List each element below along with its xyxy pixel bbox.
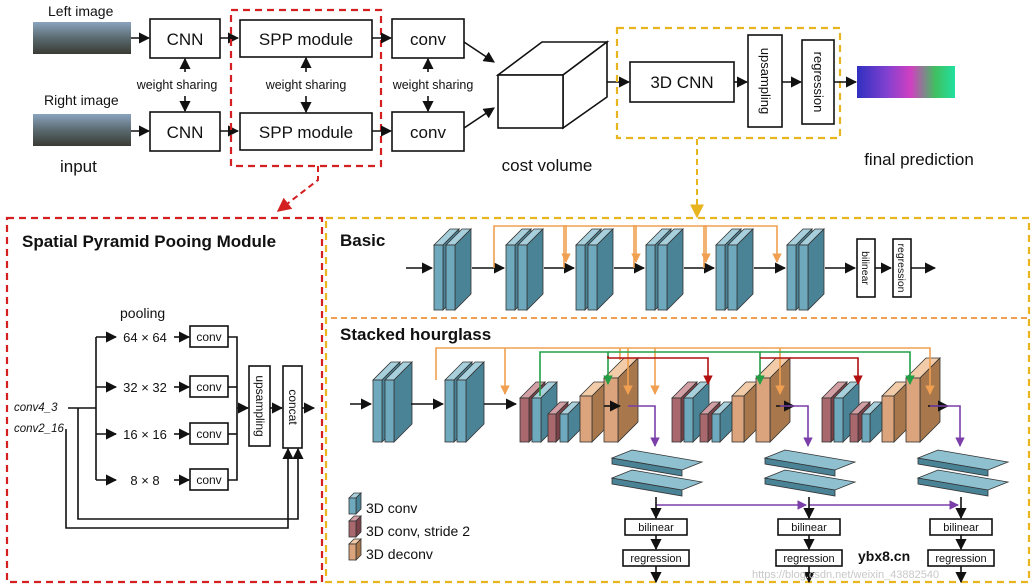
sh-pre-2-b bbox=[456, 361, 485, 443]
cost-volume-cube bbox=[495, 40, 610, 130]
basic-block-5-b bbox=[727, 228, 754, 311]
sh-pre-1-b bbox=[384, 361, 413, 443]
regression-label: regression bbox=[811, 52, 826, 113]
hourglass-2-up-1 bbox=[731, 381, 759, 443]
bilinear-label-3: bilinear bbox=[943, 522, 979, 534]
cnn3d-detail-panel bbox=[324, 216, 1031, 584]
pool-size-64: 64 × 64 bbox=[123, 330, 167, 345]
prediction-highlight-box bbox=[615, 26, 842, 140]
bilinear-box-2 bbox=[777, 518, 841, 536]
spp-upsampling-box bbox=[248, 365, 271, 447]
hourglass-3-up-2 bbox=[905, 357, 941, 443]
pooling-label: pooling bbox=[120, 305, 165, 321]
basic-regression-box bbox=[892, 238, 912, 298]
output-slab-3 bbox=[916, 449, 1010, 497]
basic-title: Basic bbox=[340, 231, 385, 250]
legend-swatch-3 bbox=[348, 538, 362, 561]
bilinear-box-3 bbox=[929, 518, 993, 536]
hourglass-1-up-2 bbox=[603, 357, 639, 443]
hourglass-1-up-1 bbox=[579, 381, 607, 443]
cnn-label-left: CNN bbox=[167, 30, 204, 49]
weight-sharing-1: weight sharing bbox=[136, 78, 218, 92]
basic-bilinear-box bbox=[856, 238, 876, 298]
weight-sharing-2: weight sharing bbox=[265, 78, 347, 92]
spp-detail-panel bbox=[5, 216, 324, 584]
upsampling-box bbox=[747, 34, 783, 128]
disparity-output-image bbox=[857, 66, 955, 98]
spp-conv-label-4: conv bbox=[196, 473, 221, 487]
basic-block-4-b bbox=[657, 228, 684, 311]
blocks-layer bbox=[348, 225, 1010, 584]
left-image bbox=[33, 22, 131, 54]
legend-swatch-1 bbox=[348, 492, 362, 515]
spp-conv-label-3: conv bbox=[196, 427, 221, 441]
cost-volume-label: cost volume bbox=[502, 156, 593, 175]
conv-box-right bbox=[391, 111, 465, 152]
regression-box-2 bbox=[775, 549, 843, 567]
pool-size-32: 32 × 32 bbox=[123, 380, 167, 395]
spp-upsampling-label: upsampling bbox=[253, 375, 267, 436]
weight-sharing-3: weight sharing bbox=[392, 78, 474, 92]
output-head-1: bilinear regression bbox=[622, 518, 690, 567]
spp-label-left: SPP module bbox=[259, 30, 353, 49]
left-image-label: Left image bbox=[48, 3, 114, 19]
cnn3d-label: 3D CNN bbox=[650, 73, 713, 92]
output-head-2: bilinear regression bbox=[775, 518, 843, 567]
pool-size-8: 8 × 8 bbox=[130, 473, 159, 488]
spp-concat-label: concat bbox=[286, 389, 300, 425]
basic-block-2-b bbox=[517, 228, 544, 311]
regression-label-3: regression bbox=[935, 553, 986, 565]
regression-box-1 bbox=[622, 549, 690, 567]
spp-box-left bbox=[239, 19, 373, 58]
bilinear-label-1: bilinear bbox=[638, 522, 674, 534]
watermark-url: https://blog.csdn.net/weixin_43882540 bbox=[752, 569, 939, 581]
conv4-3-label: conv4_3 bbox=[14, 402, 58, 414]
right-image-label: Right image bbox=[44, 92, 119, 108]
right-image bbox=[33, 114, 131, 146]
output-slab-2 bbox=[763, 449, 857, 497]
regression-label-1: regression bbox=[630, 553, 681, 565]
conv-label-right: conv bbox=[410, 123, 446, 142]
stacked-title: Stacked hourglass bbox=[340, 325, 491, 344]
bilinear-box-1 bbox=[624, 518, 688, 536]
legend: 3D conv 3D conv, stride 2 3D deconv bbox=[366, 500, 470, 562]
hourglass-3-up-1 bbox=[881, 381, 909, 443]
hourglass-2-conv-2 bbox=[711, 401, 733, 443]
spp-conv-label-2: conv bbox=[196, 380, 221, 394]
watermark-site: ybx8.cn bbox=[858, 548, 910, 564]
output-slab-1 bbox=[610, 449, 704, 497]
output-head-3: bilinear regression bbox=[927, 518, 995, 567]
conv-box-left bbox=[391, 18, 465, 59]
basic-regression-label: regression bbox=[895, 243, 907, 292]
legend-label-conv: 3D conv bbox=[366, 500, 417, 516]
hourglass-2-up-2 bbox=[755, 357, 791, 443]
spp-highlight-box bbox=[229, 8, 383, 168]
upsampling-label: upsampling bbox=[758, 48, 773, 115]
spp-panel-title: Spatial Pyramid Pooing Module bbox=[22, 232, 276, 251]
basic-block-1-b bbox=[445, 228, 472, 311]
conv2-16-label: conv2_16 bbox=[14, 423, 64, 435]
pool-size-16: 16 × 16 bbox=[123, 427, 167, 442]
final-prediction-label: final prediction bbox=[864, 150, 974, 169]
conv-label-left: conv bbox=[410, 30, 446, 49]
input-label: input bbox=[60, 157, 97, 176]
cnn3d-box bbox=[629, 61, 735, 103]
cnn-label-right: CNN bbox=[167, 123, 204, 142]
regression-box-3 bbox=[927, 549, 995, 567]
legend-label-conv-stride2: 3D conv, stride 2 bbox=[366, 523, 470, 539]
basic-block-6-b bbox=[798, 228, 825, 311]
legend-label-deconv: 3D deconv bbox=[366, 546, 433, 562]
basic-block-3-b bbox=[587, 228, 614, 311]
regression-label-2: regression bbox=[783, 553, 834, 565]
basic-bilinear-label: bilinear bbox=[859, 251, 871, 285]
spp-conv-label-1: conv bbox=[196, 330, 221, 344]
regression-box bbox=[801, 39, 835, 125]
legend-swatch-2 bbox=[348, 515, 362, 538]
spp-label-right: SPP module bbox=[259, 123, 353, 142]
bilinear-label-2: bilinear bbox=[791, 522, 827, 534]
